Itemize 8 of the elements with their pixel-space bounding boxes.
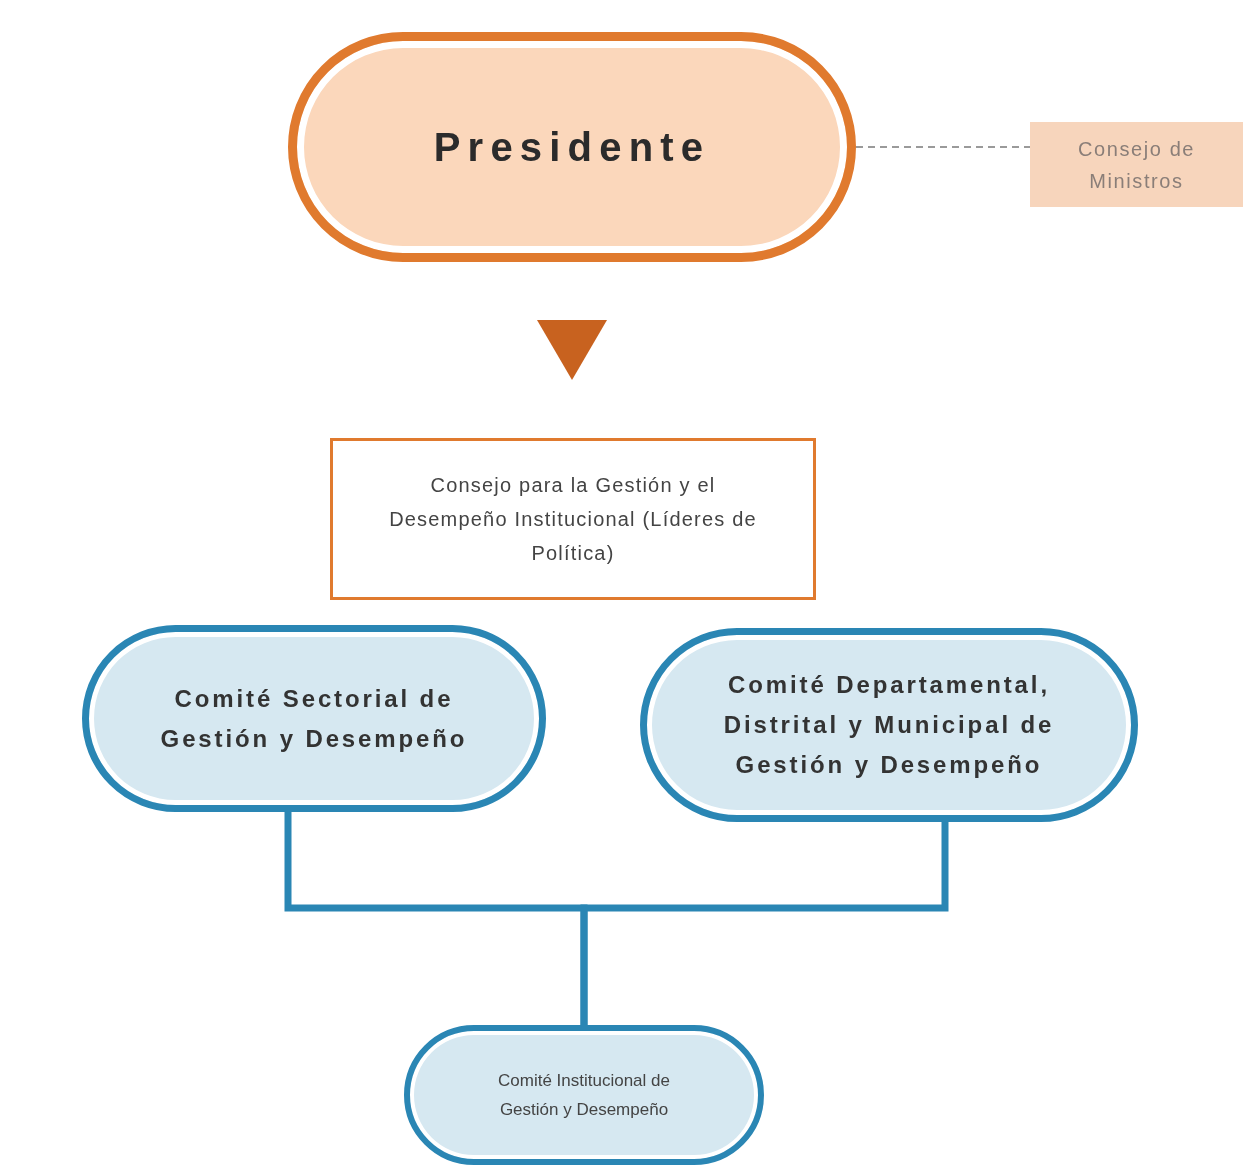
arrow <box>537 320 607 380</box>
rounded-node: Comité Sectorial de Gestión y Desempeño <box>82 625 546 812</box>
rounded-node: Comité Departamental, Distrital y Municipal de Gestión y Desempeño <box>640 628 1138 822</box>
rounded-node: Comité Institucional de Gestión y Desempeño <box>404 1025 764 1165</box>
connector-line <box>855 146 1031 148</box>
note-box: Consejo de Ministros <box>1030 122 1243 207</box>
rounded-node: Presidente <box>288 32 856 262</box>
process-box: Consejo para la Gestión y el Desempeño Institucional (Líderes de Política) <box>330 438 816 600</box>
